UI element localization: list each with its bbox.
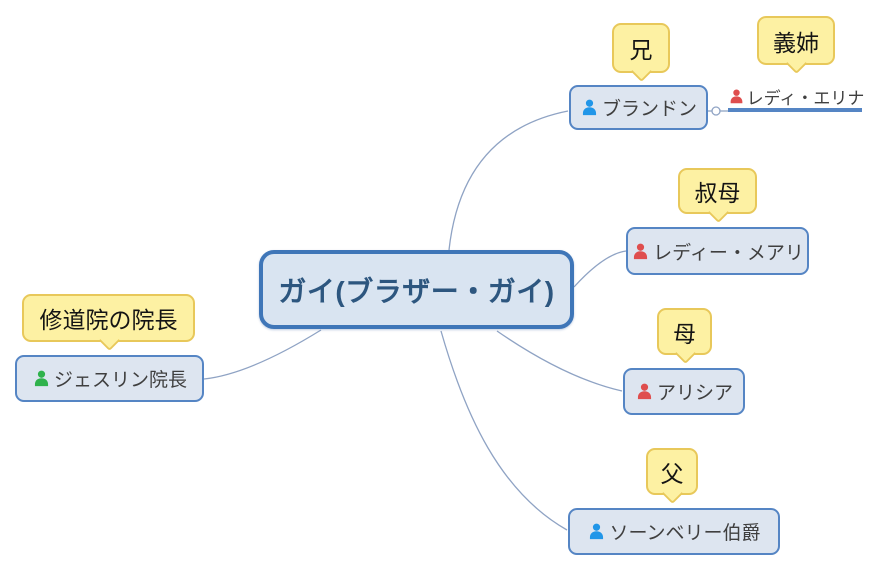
person-icon: [730, 88, 742, 103]
callout-label: 父: [660, 460, 684, 487]
callout-relation-father[interactable]: 父: [646, 448, 698, 505]
callout-relation-mother[interactable]: 母: [657, 308, 712, 365]
callout-relation-aunt[interactable]: 叔母: [678, 168, 757, 224]
center-node-label: ガイ(ブラザー・ガイ): [278, 275, 555, 307]
node-guy-center[interactable]: ガイ(ブラザー・ガイ): [259, 250, 574, 329]
node-label: レディ・エリナ: [746, 88, 865, 108]
node-lady-elina[interactable]: レディ・エリナ: [726, 84, 866, 108]
callout-label: 兄: [629, 37, 653, 63]
callout-relation-sister-in-law[interactable]: 義姉: [757, 16, 835, 75]
connector-center-brandon: [448, 110, 569, 251]
node-label: ソーンベリー伯爵: [609, 523, 761, 544]
callout-label: 修道院の院長: [39, 307, 178, 333]
person-icon: [637, 383, 652, 400]
callout-label: 義姉: [773, 29, 819, 56]
node-label: ブランドン: [601, 99, 697, 120]
callout-label: 叔母: [694, 180, 741, 206]
person-icon: [582, 99, 597, 116]
node-lady-mary[interactable]: レディー・メアリ: [626, 227, 809, 275]
callout-relation-abbot[interactable]: 修道院の院長: [22, 294, 195, 352]
node-label: レディー・メアリ: [653, 242, 804, 264]
joint-circle: [711, 106, 721, 116]
node-label: アリシア: [656, 383, 733, 404]
person-icon: [34, 370, 49, 387]
connector-center-lady-mary: [573, 250, 627, 288]
connector-center-jeslin: [203, 329, 322, 380]
node-jeslin[interactable]: ジェスリン院長: [15, 355, 204, 402]
callout-label: 母: [673, 320, 696, 347]
person-icon: [590, 523, 604, 540]
person-icon: [634, 243, 648, 259]
node-alicia[interactable]: アリシア: [623, 368, 745, 415]
connector-center-alicia: [496, 330, 623, 392]
connector-center-thornbury: [440, 330, 568, 531]
node-brandon[interactable]: ブランドン: [569, 85, 708, 130]
callout-relation-brother[interactable]: 兄: [612, 23, 670, 83]
node-label: ジェスリン院長: [53, 370, 187, 391]
node-thornbury[interactable]: ソーンベリー伯爵: [568, 508, 780, 555]
